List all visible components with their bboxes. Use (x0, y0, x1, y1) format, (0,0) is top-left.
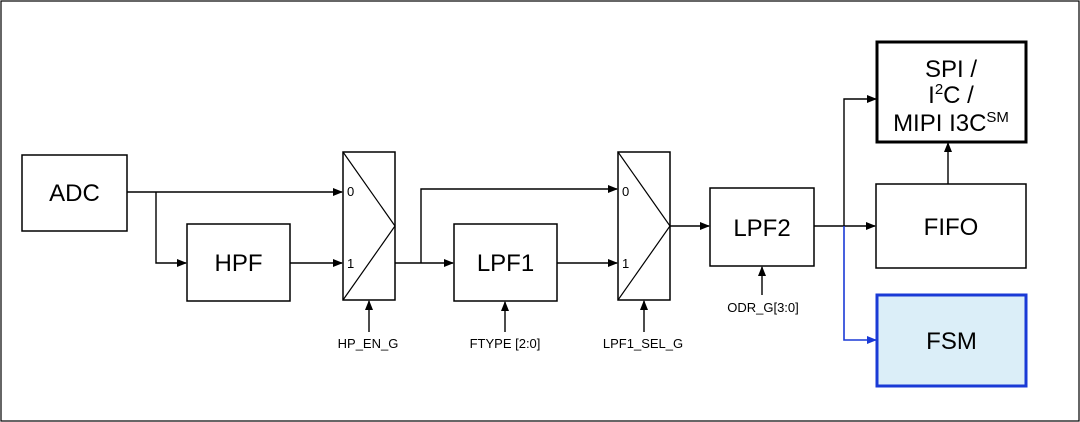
adc-label: ADC (49, 180, 100, 207)
interface-line-spi: SPI / (925, 56, 977, 83)
fsm-label: FSM (926, 328, 977, 355)
mux1-input-1: 1 (347, 256, 354, 271)
ftype-label: FTYPE [2:0] (470, 336, 541, 351)
interface-line-i2c: I2C / (928, 81, 974, 109)
fsm-block: FSM (875, 293, 1028, 388)
lpf1-sel-g-label: LPF1_SEL_G (603, 336, 683, 351)
wire-adc-hpf (155, 192, 187, 267)
wire-lpf2-interface (843, 95, 877, 226)
adc-block: ADC (21, 154, 128, 232)
hpf-block: HPF (186, 223, 291, 302)
hpf-label: HPF (215, 250, 263, 277)
lpf2-label: LPF2 (733, 215, 790, 242)
wire-mux1-mux2-0 (420, 185, 618, 263)
wire-lpf2-fsm (843, 226, 877, 344)
mux1-input-0: 0 (347, 184, 354, 199)
signal-wires (127, 95, 952, 332)
mux-hp-en: 0 1 (342, 151, 396, 301)
lpf1-block: LPF1 (453, 223, 558, 302)
mux2-input-0: 0 (622, 184, 629, 199)
interface-block: SPI / I2C / MIPI I3CSM (875, 40, 1028, 144)
mux2-input-1: 1 (622, 256, 629, 271)
odr-g-label: ODR_G[3:0] (727, 300, 799, 315)
hp-en-g-label: HP_EN_G (338, 336, 399, 351)
fifo-label: FIFO (924, 214, 979, 241)
mux-lpf1-sel: 0 1 (617, 151, 671, 301)
interface-line-i3c: MIPI I3CSM (893, 109, 1009, 137)
lpf1-label: LPF1 (477, 250, 534, 277)
fifo-block: FIFO (875, 183, 1027, 269)
lpf2-block: LPF2 (709, 187, 815, 267)
